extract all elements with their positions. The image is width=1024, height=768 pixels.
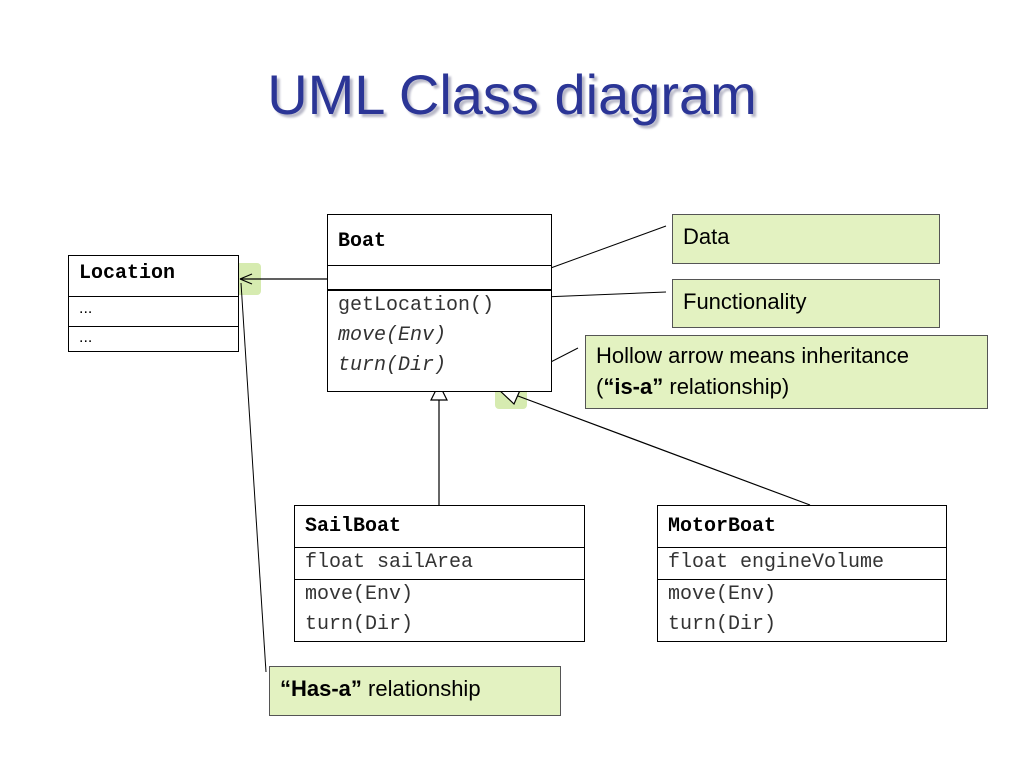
method-get-location: getLocation()	[338, 294, 495, 317]
attributes-placeholder: ...	[79, 300, 93, 317]
note-inheritance: Hollow arrow means inheritance (“is-a” r…	[585, 335, 988, 409]
note-data: Data	[672, 214, 940, 264]
class-location[interactable]: Location ... ...	[68, 255, 239, 352]
data-pointer-line	[536, 225, 667, 274]
method-move: move(Env)	[668, 583, 777, 606]
method-move: move(Env)	[338, 324, 447, 347]
note-inheritance-line1: Hollow arrow means inheritance	[596, 343, 910, 368]
motorboat-inheritance-line	[517, 395, 811, 506]
method-turn: turn(Dir)	[338, 354, 447, 377]
attribute-engine-volume: float engineVolume	[668, 551, 885, 574]
note-inheritance-open: (	[596, 374, 604, 399]
note-data-text: Data	[683, 224, 730, 249]
note-functionality: Functionality	[672, 279, 940, 328]
has-a-pointer-line	[240, 282, 267, 673]
class-name: SailBoat	[305, 515, 402, 538]
functionality-pointer-line	[542, 291, 667, 298]
class-name: Location	[79, 262, 176, 285]
class-name: MotorBoat	[668, 515, 777, 538]
sailboat-inheritance-arrowhead	[430, 382, 448, 401]
note-has-a-text: relationship	[361, 676, 481, 701]
method-move: move(Env)	[305, 583, 414, 606]
note-inheritance-close: relationship)	[663, 374, 790, 399]
method-turn: turn(Dir)	[668, 613, 777, 636]
methods-placeholder: ...	[79, 329, 93, 346]
slide-title: UML Class diagram	[267, 63, 757, 126]
class-name: Boat	[338, 230, 387, 253]
method-turn: turn(Dir)	[305, 613, 414, 636]
note-inheritance-is-a: “is-a”	[603, 374, 664, 399]
note-has-a: “Has-a” relationship	[269, 666, 561, 716]
note-functionality-text: Functionality	[683, 289, 807, 314]
note-has-a-bold: “Has-a”	[280, 676, 362, 701]
attribute-sail-area: float sailArea	[305, 551, 474, 574]
class-motorboat[interactable]: MotorBoat float engineVolume move(Env) t…	[657, 505, 947, 642]
class-boat[interactable]: Boat getLocation() move(Env) turn(Dir)	[327, 214, 552, 392]
class-sailboat[interactable]: SailBoat float sailArea move(Env) turn(D…	[294, 505, 585, 642]
